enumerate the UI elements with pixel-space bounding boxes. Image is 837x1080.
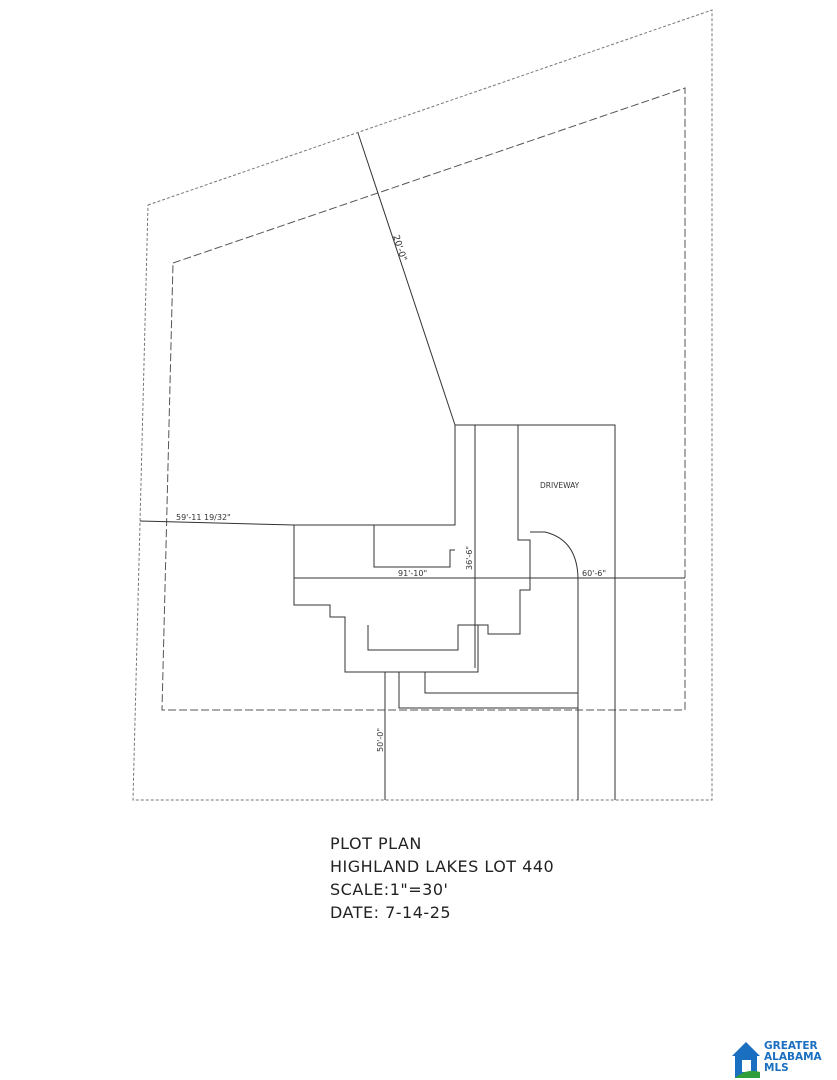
property-boundary [132,9,713,801]
driveway-label: DRIVEWAY [540,481,580,490]
depth-label: 36'-6" [465,546,474,570]
left-offset-label: 59'-11 19/32" [176,513,231,522]
left-dimension-line [139,520,295,526]
garage-notch [373,525,455,568]
title-block: PLOT PLAN HIGHLAND LAKES LOT 440 SCALE:1… [330,832,554,924]
logo-line-1: GREATER [764,1040,818,1052]
driveway-outline [455,424,616,800]
house-logo-icon [732,1042,760,1078]
greater-alabama-mls-logo: GREATER ALABAMA MLS [731,1038,835,1080]
title-line-3: SCALE:1"=30' [330,880,449,899]
title-line-1: PLOT PLAN [330,834,422,853]
walkway [398,672,578,709]
walkway-2 [424,672,578,694]
width-label: 91'-10" [398,569,427,578]
house-outline [293,424,531,673]
front-setback-label: 50'-0" [376,728,385,752]
porch-notch [367,624,478,651]
title-line-2: HIGHLAND LAKES LOT 440 [330,857,555,876]
rear-setback-label: 20'-0" [390,234,408,263]
logo-line-2: ALABAMA [764,1051,822,1063]
setback-line [161,87,686,711]
logo-line-3: MLS [764,1062,789,1074]
right-offset-label: 60'-6" [582,569,606,578]
rear-dimension-line [357,132,456,426]
title-line-4: DATE: 7-14-25 [330,903,452,922]
